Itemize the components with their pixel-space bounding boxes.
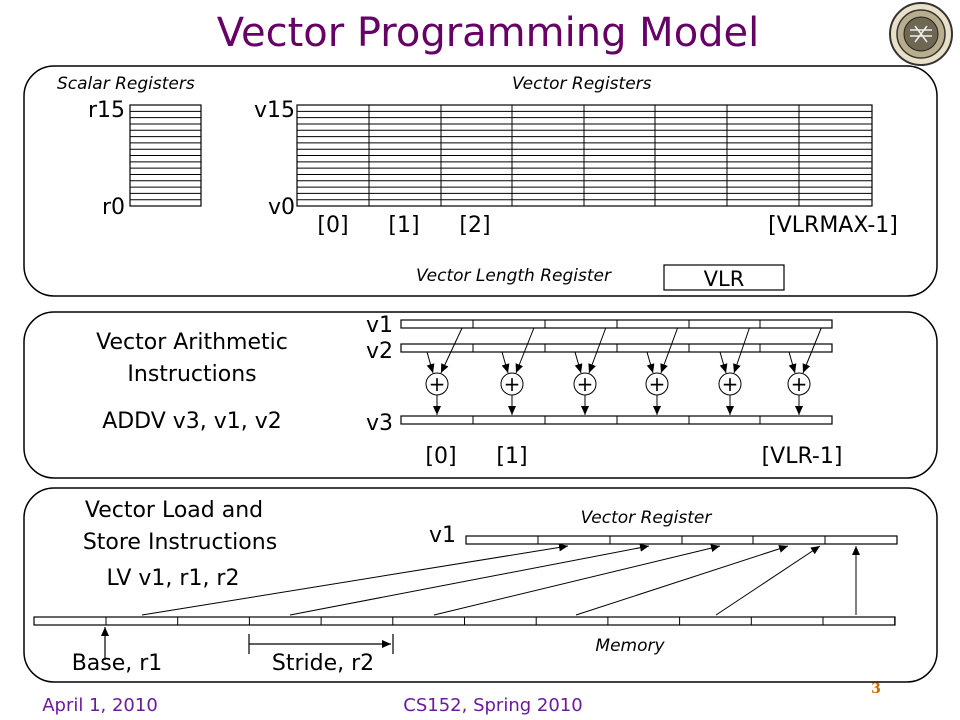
page-title: Vector Programming Model bbox=[217, 10, 760, 56]
adder-plus-sign: + bbox=[429, 372, 446, 396]
adder-plus-sign: + bbox=[577, 372, 594, 396]
arith-heading-line1: Vector Arithmetic bbox=[96, 330, 288, 355]
arith-instruction: ADDV v3, v1, v2 bbox=[102, 409, 282, 434]
memory-to-register-arrow bbox=[715, 545, 821, 616]
strided-load-arrows bbox=[141, 543, 860, 616]
arith-heading-line2: Instructions bbox=[127, 362, 256, 387]
adder-units: + + + + + + bbox=[425, 327, 822, 415]
adder-plus-sign: + bbox=[649, 372, 666, 396]
page-number: 3 bbox=[871, 681, 881, 697]
ls-vector-register bbox=[465, 535, 898, 545]
v2-to-adder-arrow bbox=[788, 351, 797, 374]
arithmetic-panel bbox=[23, 311, 938, 479]
stride-label: Stride, r2 bbox=[272, 651, 374, 676]
vector-register-file bbox=[296, 104, 873, 207]
adder-plus-sign: + bbox=[791, 372, 808, 396]
vreg-index-2: [2] bbox=[459, 213, 490, 238]
v2-to-adder-arrow bbox=[501, 351, 510, 374]
adder-plus-sign: + bbox=[504, 372, 521, 396]
vlr-box-label: VLR bbox=[704, 267, 745, 291]
vector-registers-heading: Vector Registers bbox=[512, 74, 652, 94]
vreg-index-0: [0] bbox=[317, 213, 348, 238]
ls-heading-line1: Vector Load and bbox=[85, 498, 263, 523]
arith-vector-registers bbox=[400, 319, 833, 425]
memory-to-register-arrow bbox=[289, 543, 650, 616]
vreg-index-1: [1] bbox=[388, 213, 419, 238]
ls-v1-label: v1 bbox=[429, 523, 456, 548]
vreg-index-max: [VLRMAX-1] bbox=[768, 213, 898, 238]
footer-course: CS152, Spring 2010 bbox=[403, 695, 582, 716]
stride-bracket bbox=[248, 634, 394, 654]
v2-to-adder-arrow bbox=[646, 351, 655, 374]
v1-to-adder-arrow bbox=[802, 327, 822, 374]
ls-vector-register-caption: Vector Register bbox=[581, 508, 713, 528]
footer-date: April 1, 2010 bbox=[42, 695, 158, 716]
scalar-register-file bbox=[129, 104, 202, 207]
memory-array bbox=[33, 616, 896, 626]
scalar-reg-bottom-label: r0 bbox=[102, 195, 125, 220]
scalar-registers-heading: Scalar Registers bbox=[57, 74, 195, 94]
ls-heading-line2: Store Instructions bbox=[83, 530, 277, 555]
vector-reg-bottom-label: v0 bbox=[268, 195, 295, 220]
arith-v2-label: v2 bbox=[366, 339, 393, 364]
memory-to-register-arrow bbox=[141, 543, 569, 616]
university-seal-icon bbox=[889, 2, 953, 66]
v1-to-adder-arrow bbox=[440, 327, 463, 374]
arith-v1-label: v1 bbox=[366, 313, 393, 338]
memory-to-register-arrow bbox=[575, 544, 789, 616]
v2-to-adder-arrow bbox=[719, 351, 728, 374]
vector-reg-top-label: v15 bbox=[254, 98, 295, 123]
arith-index-1: [1] bbox=[496, 444, 527, 469]
v1-to-adder-arrow bbox=[660, 327, 679, 374]
v2-to-adder-arrow bbox=[426, 351, 435, 374]
adder-plus-sign: + bbox=[722, 372, 739, 396]
vlr-box bbox=[663, 264, 785, 291]
arith-index-0: [0] bbox=[425, 444, 456, 469]
v1-to-adder-arrow bbox=[733, 327, 750, 374]
memory-caption: Memory bbox=[595, 636, 665, 656]
vlr-caption: Vector Length Register bbox=[416, 266, 612, 286]
v2-to-adder-arrow bbox=[574, 351, 583, 374]
scalar-reg-top-label: r15 bbox=[88, 98, 125, 123]
arith-index-last: [VLR-1] bbox=[762, 444, 843, 469]
v1-to-adder-arrow bbox=[588, 327, 607, 374]
v1-to-adder-arrow bbox=[515, 327, 535, 374]
memory-to-register-arrow bbox=[433, 544, 721, 616]
load-store-panel bbox=[23, 487, 938, 683]
arith-v3-label: v3 bbox=[366, 411, 393, 436]
base-label: Base, r1 bbox=[72, 651, 163, 676]
ls-instruction: LV v1, r1, r2 bbox=[107, 566, 240, 591]
register-panel bbox=[23, 65, 938, 297]
